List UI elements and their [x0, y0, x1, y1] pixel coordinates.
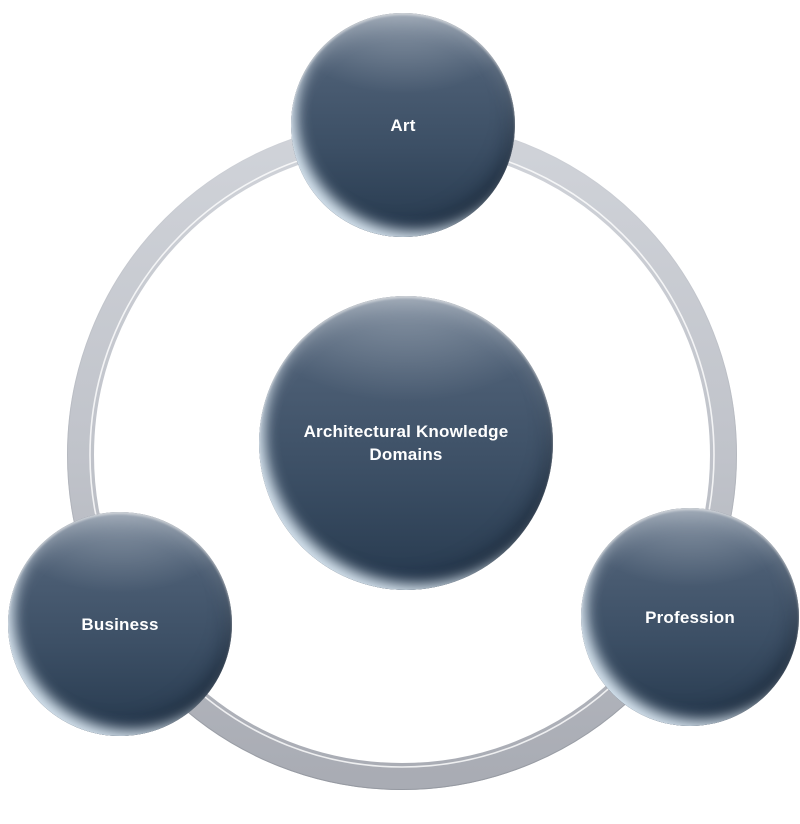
node-art-label: Art: [390, 115, 416, 135]
node-profession: Profession: [581, 508, 799, 726]
node-profession-label: Profession: [645, 607, 735, 627]
node-architectural-knowledge-domains: Architectural Knowledge Domains: [259, 296, 553, 590]
node-center-label: Architectural Knowledge Domains: [303, 422, 509, 464]
node-business: Business: [8, 512, 232, 736]
node-art: Art: [291, 13, 515, 237]
node-business-label: Business: [81, 614, 159, 634]
